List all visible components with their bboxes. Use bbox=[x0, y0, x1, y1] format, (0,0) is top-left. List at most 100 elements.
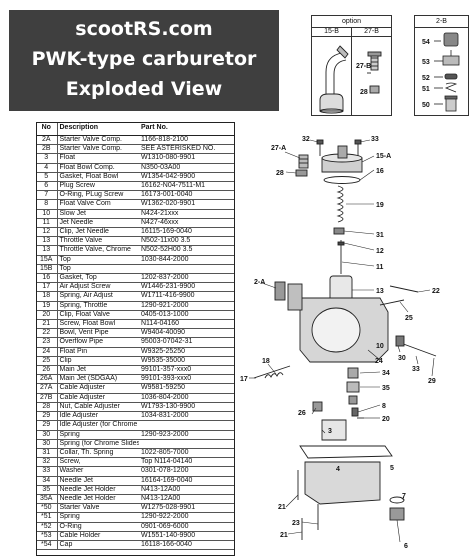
callout-5: 5 bbox=[390, 465, 394, 472]
air-adjust-spring bbox=[264, 372, 284, 379]
table-cell-no: 27B bbox=[36, 393, 58, 403]
box-2b-drawing: 54 53 52 51 50 bbox=[422, 32, 460, 112]
plug-screw bbox=[389, 507, 405, 521]
callout-34: 34 bbox=[382, 370, 390, 377]
table-cell-part bbox=[139, 439, 235, 449]
table-cell-part: 1166-818-2100 bbox=[139, 135, 235, 146]
table-cell-desc: Throttle Valve, Chrome bbox=[57, 245, 139, 256]
callout-3: 3 bbox=[328, 428, 332, 435]
table-cell-desc: Float Valve Com bbox=[57, 199, 139, 210]
table-cell-no: *53 bbox=[36, 531, 58, 541]
table-cell-no: 28 bbox=[36, 402, 58, 413]
callout-labels: 32 33 27-A 15-A 28 16 19 31 12 11 2-A 13… bbox=[240, 136, 440, 550]
title-line-1: scootRS.com bbox=[75, 18, 213, 40]
table-cell-part: 0901-069-6000 bbox=[139, 522, 235, 532]
table-cell-part: N427-46xxx bbox=[139, 218, 235, 229]
table-cell-desc: Plug Screw bbox=[57, 181, 139, 192]
table-header-row: No Description Part No. bbox=[36, 122, 235, 136]
table-cell-part: W1310-080-9901 bbox=[139, 153, 235, 164]
callout-20: 20 bbox=[382, 416, 390, 423]
table-cell-part: 1290-922-2000 bbox=[139, 512, 235, 523]
venturi-bore bbox=[311, 307, 361, 353]
table-cell-desc: Main Jet bbox=[57, 365, 139, 376]
table-cell-no: 20 bbox=[36, 310, 58, 321]
callout-29: 29 bbox=[428, 378, 436, 385]
callout-23: 23 bbox=[292, 520, 300, 527]
table-cell-no: 2A bbox=[36, 135, 58, 146]
table-cell-desc: Cable Holder bbox=[57, 531, 139, 541]
callout-16: 16 bbox=[376, 168, 384, 175]
table-cell-part: W9535-35000 bbox=[139, 356, 235, 367]
callout-35: 35 bbox=[382, 385, 390, 392]
table-cell-desc: Air Adjust Screw bbox=[57, 282, 139, 293]
header-description: Description bbox=[57, 122, 139, 136]
table-cell-part: 1034-831-2000 bbox=[139, 411, 235, 422]
float-valve bbox=[351, 407, 359, 417]
table-cell-no: 10 bbox=[36, 209, 58, 219]
table-cell-no: 30 bbox=[36, 430, 58, 440]
table-cell-part: N413-12A00 bbox=[139, 485, 235, 495]
throttle-spring bbox=[336, 185, 344, 223]
table-cell-desc: Idle Adjuster bbox=[57, 411, 139, 422]
table-cell-desc: Bowl, Vent Pipe bbox=[57, 328, 139, 339]
table-cell-desc: Spring bbox=[57, 430, 139, 440]
table-cell-desc: Spring (for Chrome Slides) bbox=[57, 439, 139, 449]
table-cell-no: 31 bbox=[36, 448, 58, 459]
table-cell-no: 22 bbox=[36, 328, 58, 339]
table-cell-no: 2B bbox=[36, 144, 58, 155]
table-cell-desc: Idle Adjuster (for Chrome Slides) bbox=[57, 420, 139, 431]
table-cell-no: 24 bbox=[36, 347, 58, 357]
starter-valve-2a bbox=[274, 281, 286, 301]
screw-head-right bbox=[354, 139, 362, 145]
table-cell-desc: Spring bbox=[57, 512, 139, 523]
top-15b-drawing bbox=[319, 45, 349, 114]
option-label-27b: 27-B bbox=[356, 63, 371, 70]
plug-o-ring bbox=[389, 496, 405, 504]
table-cell-no: 34 bbox=[36, 476, 58, 486]
option-drawing: 27-B 28 bbox=[319, 37, 382, 115]
table-cell-no: 13 bbox=[36, 236, 58, 247]
callout-10: 10 bbox=[376, 343, 384, 350]
title-banner: scootRS.com PWK-type carburetor Exploded… bbox=[9, 10, 279, 111]
table-cell-part: W1275-028-9901 bbox=[139, 503, 235, 514]
callout-21-a: 21 bbox=[278, 504, 286, 511]
table-cell-desc: Float Bowl Comp. bbox=[57, 163, 139, 173]
option-col-27b: 27-B bbox=[352, 27, 391, 37]
table-cell-desc: Slow Jet bbox=[57, 209, 139, 219]
table-cell-desc: Nut, Cable Adjuster bbox=[57, 402, 139, 413]
table-cell-part: 16118-166-0040 bbox=[139, 540, 235, 551]
title-line-2: PWK-type carburetor bbox=[31, 48, 257, 70]
table-cell-part: 99101-357-xxx0 bbox=[139, 365, 235, 376]
table-cell-no: 13 bbox=[36, 245, 58, 256]
table-cell-part: 1290-923-2000 bbox=[139, 430, 235, 440]
table-cell-desc: Overflow Pipe bbox=[57, 337, 139, 348]
title-line-3: Exploded View bbox=[65, 78, 223, 100]
table-cell-no: *52 bbox=[36, 522, 58, 532]
table-cell-no: 35 bbox=[36, 485, 58, 495]
throttle-valve bbox=[329, 275, 353, 307]
callout-17: 17 bbox=[240, 376, 248, 383]
callout-19: 19 bbox=[376, 202, 384, 209]
table-cell-no: 7 bbox=[36, 190, 58, 201]
needle-jet bbox=[347, 367, 359, 379]
table-cell-no: 32 bbox=[36, 457, 58, 468]
